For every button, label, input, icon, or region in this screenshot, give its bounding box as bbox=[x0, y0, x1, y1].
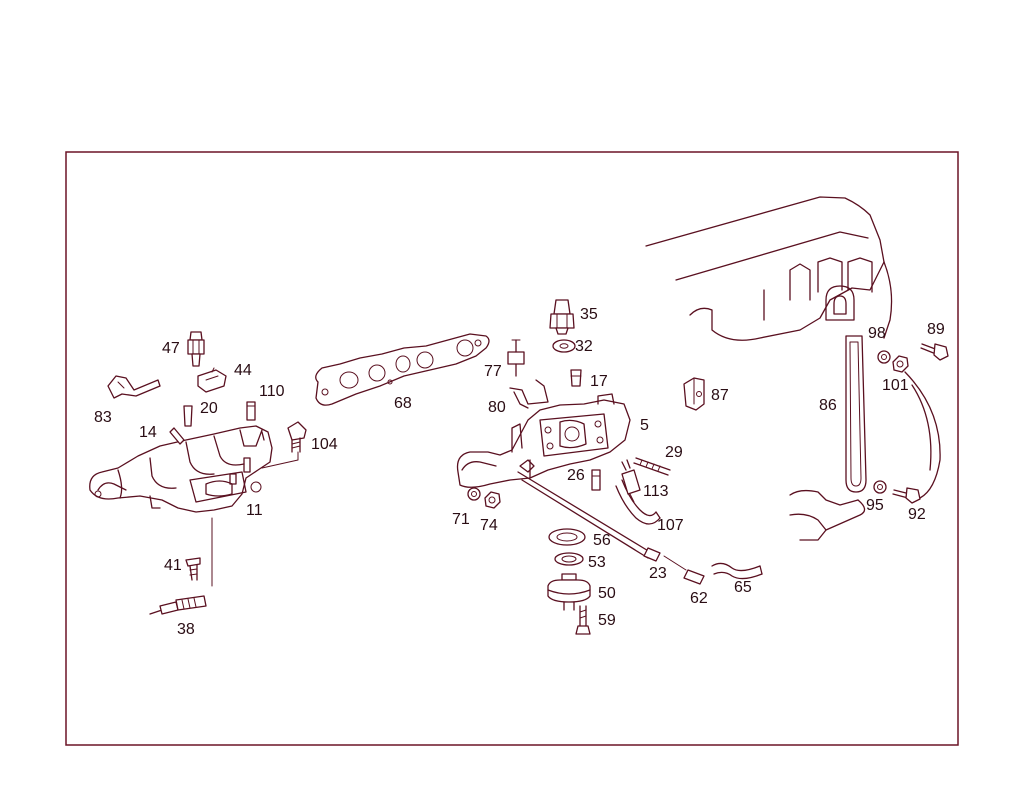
callout-95: 95 bbox=[866, 497, 884, 514]
callout-104: 104 bbox=[311, 436, 338, 453]
engine-block-outline bbox=[645, 196, 941, 541]
part-71-washer bbox=[467, 487, 481, 501]
part-59-bolt bbox=[575, 605, 591, 635]
callout-110: 110 bbox=[259, 383, 285, 400]
part-5-intake-manifold bbox=[456, 393, 631, 488]
callout-38: 38 bbox=[177, 621, 195, 638]
part-44-clip bbox=[197, 367, 227, 393]
part-47-sensor bbox=[187, 331, 205, 367]
part-87-bracket bbox=[683, 377, 705, 411]
part-23-rod bbox=[517, 471, 651, 553]
part-26-pin bbox=[591, 469, 601, 491]
part-89-bolt bbox=[920, 343, 949, 361]
part-101-nut bbox=[892, 355, 909, 373]
part-20-pin bbox=[183, 405, 193, 427]
part-17-fitting bbox=[570, 369, 582, 387]
callout-62: 62 bbox=[690, 590, 708, 607]
callout-113: 113 bbox=[643, 483, 669, 500]
callout-83: 83 bbox=[94, 409, 112, 426]
part-83-bracket bbox=[107, 375, 161, 399]
callout-41: 41 bbox=[164, 557, 182, 574]
part-11-exhaust-manifold bbox=[89, 425, 273, 513]
callout-77: 77 bbox=[484, 363, 502, 380]
callout-65: 65 bbox=[734, 579, 752, 596]
part-56-gasket bbox=[548, 528, 586, 546]
part-41-screw bbox=[185, 557, 201, 581]
part-50-regulator bbox=[547, 573, 591, 611]
part-98-washer bbox=[877, 350, 891, 364]
callout-59: 59 bbox=[598, 612, 616, 629]
callout-68: 68 bbox=[394, 395, 412, 412]
callout-29: 29 bbox=[665, 444, 683, 461]
callout-5: 5 bbox=[640, 417, 649, 434]
part-65-hose bbox=[711, 562, 761, 572]
callout-14: 14 bbox=[139, 424, 157, 441]
part-35-sender bbox=[549, 299, 575, 335]
diagram-frame bbox=[65, 151, 959, 746]
callout-87: 87 bbox=[711, 387, 729, 404]
callout-71: 71 bbox=[452, 511, 470, 528]
callout-50: 50 bbox=[598, 585, 616, 602]
callout-53: 53 bbox=[588, 554, 606, 571]
callout-74: 74 bbox=[480, 517, 498, 534]
part-23-sleeve bbox=[643, 547, 661, 562]
part-113-sensor bbox=[621, 459, 641, 503]
callout-44: 44 bbox=[234, 362, 252, 379]
callout-23: 23 bbox=[649, 565, 667, 582]
part-110-pin bbox=[246, 401, 256, 421]
part-77-mount bbox=[507, 339, 525, 377]
callout-20: 20 bbox=[200, 400, 218, 417]
callout-89: 89 bbox=[927, 321, 945, 338]
callout-26: 26 bbox=[567, 467, 585, 484]
callout-11: 11 bbox=[246, 502, 263, 519]
part-86-belt bbox=[845, 335, 867, 493]
callout-32: 32 bbox=[575, 338, 593, 355]
part-38-probe bbox=[149, 595, 207, 615]
part-53-gasket bbox=[554, 552, 584, 566]
callout-107: 107 bbox=[657, 517, 684, 534]
callout-56: 56 bbox=[593, 532, 611, 549]
callout-80: 80 bbox=[488, 399, 506, 416]
part-74-nut bbox=[484, 491, 501, 509]
callout-17: 17 bbox=[590, 373, 608, 390]
part-92-bolt bbox=[892, 487, 921, 504]
callout-47: 47 bbox=[162, 340, 180, 357]
part-80-bracket bbox=[509, 379, 549, 409]
callout-labels: 5 11 14 17 20 23 26 29 32 35 38 41 44 47… bbox=[94, 306, 945, 638]
callout-98: 98 bbox=[868, 325, 886, 342]
part-68-gasket bbox=[315, 333, 490, 406]
callout-92: 92 bbox=[908, 506, 926, 523]
callout-35: 35 bbox=[580, 306, 598, 323]
part-14-pin bbox=[169, 427, 185, 445]
callout-86: 86 bbox=[819, 397, 837, 414]
part-29-stud bbox=[633, 457, 671, 476]
part-104-bolt bbox=[287, 421, 307, 453]
part-62-sleeve bbox=[683, 569, 705, 585]
part-95-washer bbox=[873, 480, 887, 494]
part-32-washer bbox=[552, 339, 576, 353]
callout-101: 101 bbox=[882, 377, 909, 394]
